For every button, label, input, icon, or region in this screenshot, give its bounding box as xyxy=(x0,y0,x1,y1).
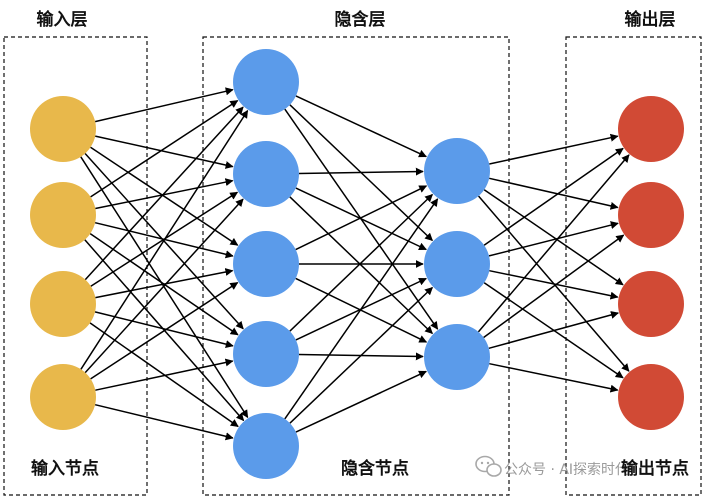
edge-hidden1-5-to-hidden2-2 xyxy=(289,286,433,424)
edge-hidden1-4-to-hidden2-1 xyxy=(289,193,433,332)
edge-hidden2-1-to-output-1 xyxy=(489,133,619,165)
edge-input-1-to-hidden1-2 xyxy=(95,135,234,169)
input-node-caption: 输入节点 xyxy=(31,458,99,479)
edge-hidden1-2-to-hidden2-1 xyxy=(298,167,424,176)
edge-input-1-to-hidden1-5 xyxy=(80,156,249,419)
input-node-2 xyxy=(30,182,96,248)
hidden-layer-title: 隐含层 xyxy=(335,9,386,30)
input-node-4 xyxy=(30,364,96,430)
output-node-4 xyxy=(618,364,684,430)
output-node-caption: 输出节点 xyxy=(621,458,689,479)
edge-hidden2-3-to-output-1 xyxy=(477,154,630,333)
edge-input-3-to-hidden1-4 xyxy=(94,311,234,349)
edge-hidden2-1-to-output-2 xyxy=(489,177,619,210)
hidden2-node-1 xyxy=(424,138,490,204)
watermark-text: 公众号 · AI探索时代 xyxy=(504,461,629,478)
output-layer-box xyxy=(565,36,702,496)
edge-input-4-to-hidden1-1 xyxy=(80,109,249,370)
edge-hidden1-5-to-hidden2-1 xyxy=(284,198,439,420)
wechat-icon xyxy=(475,455,502,477)
edge-hidden2-3-to-output-3 xyxy=(488,311,619,350)
hidden-node-caption: 隐含节点 xyxy=(341,458,409,479)
edge-input-1-to-hidden1-1 xyxy=(94,87,234,123)
edge-hidden1-5-to-hidden2-3 xyxy=(295,370,427,433)
edge-hidden2-3-to-output-4 xyxy=(489,362,619,393)
edge-input-3-to-hidden1-1 xyxy=(84,106,244,281)
hidden1-node-1 xyxy=(233,49,299,115)
edge-hidden1-1-to-hidden2-1 xyxy=(295,95,427,158)
edge-input-4-to-hidden1-4 xyxy=(95,358,234,391)
output-node-3 xyxy=(618,271,684,337)
edge-input-4-to-hidden1-3 xyxy=(90,281,239,380)
edge-input-1-to-hidden1-3 xyxy=(90,146,239,246)
output-node-2 xyxy=(618,182,684,248)
edge-input-4-to-hidden1-5 xyxy=(94,403,234,441)
hidden-layer-box xyxy=(202,36,510,496)
hidden1-node-4 xyxy=(233,321,299,387)
edge-hidden2-2-to-output-1 xyxy=(483,147,624,246)
input-node-1 xyxy=(30,96,96,162)
edge-input-3-to-hidden1-3 xyxy=(95,268,234,299)
edge-hidden2-1-to-output-3 xyxy=(483,189,624,286)
edge-input-2-to-hidden1-1 xyxy=(90,99,239,198)
edge-hidden2-3-to-output-2 xyxy=(483,234,625,339)
edge-input-4-to-hidden1-2 xyxy=(84,198,244,374)
connections xyxy=(80,87,630,441)
hidden2-node-2 xyxy=(424,231,490,297)
input-node-3 xyxy=(30,271,96,337)
hidden1-node-3 xyxy=(233,231,299,297)
output-layer-title: 输出层 xyxy=(625,9,676,30)
hidden2-node-3 xyxy=(424,324,490,390)
edge-hidden2-2-to-output-3 xyxy=(489,269,619,300)
input-layer-title: 输入层 xyxy=(37,9,88,30)
edge-hidden1-3-to-hidden2-1 xyxy=(295,185,428,251)
hidden1-node-5 xyxy=(233,413,299,479)
watermark: 公众号 · AI探索时代 xyxy=(475,455,629,478)
hidden1-node-2 xyxy=(233,141,299,207)
edge-hidden2-2-to-output-2 xyxy=(488,221,619,257)
edge-hidden1-2-to-hidden2-2 xyxy=(295,187,427,251)
edge-input-3-to-hidden1-5 xyxy=(89,322,239,428)
output-node-1 xyxy=(618,96,684,162)
nodes xyxy=(30,49,684,479)
